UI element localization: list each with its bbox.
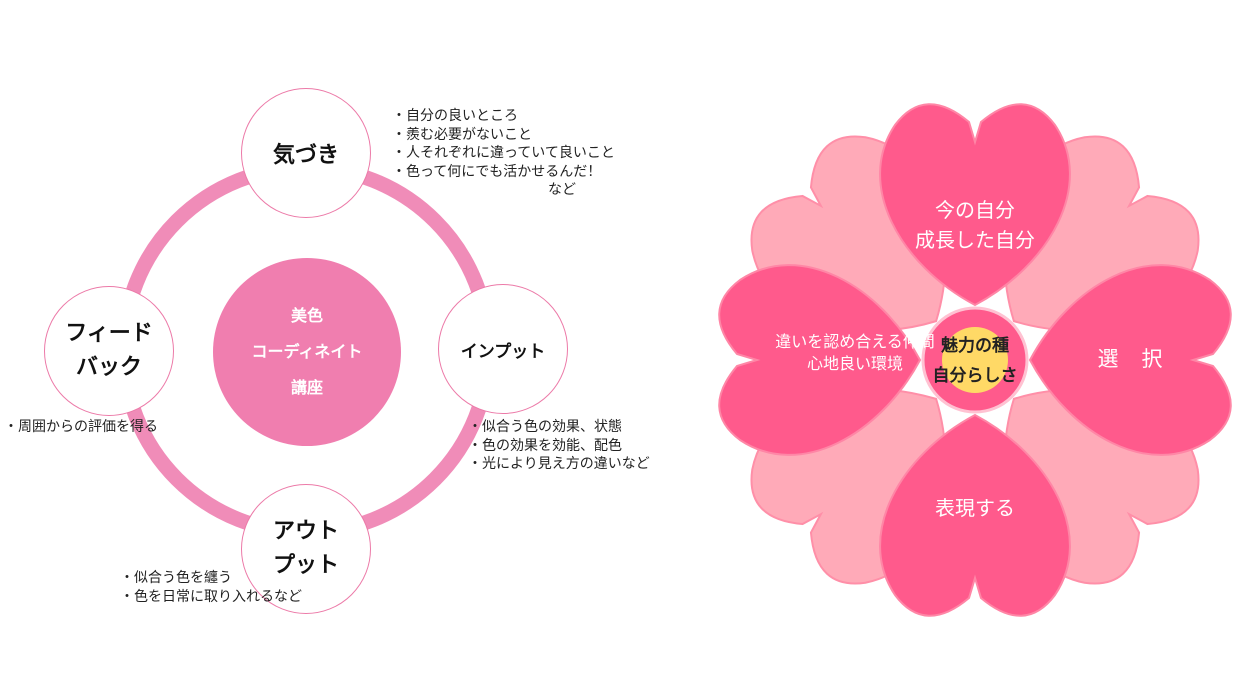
petal-left-line-1: 違いを認め合える仲間 [775,332,935,351]
notes-input: ・似合う色の効果、状態 ・色の効果を効能、配色 ・光により見え方の違いなど [468,418,650,474]
node-input: インプット [438,284,568,414]
center-line-2: コーディネイト [251,342,363,361]
note-line: ・周囲からの評価を得る [4,419,158,435]
notes-output: ・似合う色を纏う ・色を日常に取り入れるなど [120,569,302,606]
flower-center-label: 魅力の種 自分らしさ [910,331,1040,391]
center-line-1: 美色 [290,306,323,325]
petal-right-char-2: 択 [1141,347,1164,371]
petal-top-line-2: 成長した自分 [915,228,1035,252]
center-line-3: 講座 [290,378,323,397]
node-awareness: 気づき [241,88,371,218]
petal-top-line-1: 今の自分 [935,198,1015,222]
flower-seed [942,327,1008,393]
note-line: ・色を日常に取り入れるなど [120,588,302,605]
note-line: ・色の効果を効能、配色 [468,437,622,454]
notes-feedback: ・周囲からの評価を得る [4,418,158,437]
petal-label-left: 違いを認め合える仲間 心地良い環境 [740,331,970,375]
note-line: ・人それぞれに違っていて良いこと [392,145,615,161]
node-feedback-label-1: フィード [65,321,153,346]
petal-left-line-2: 心地良い環境 [806,354,903,373]
node-input-label: インプット [460,341,546,362]
note-line: ・似合う色を纏う [120,570,232,586]
node-output-label-1: アウト [272,519,339,544]
flower-graphic [718,103,1232,617]
notes-awareness: ・自分の良いところ ・羨む必要がないこと ・人それぞれに違っていて良いこと ・色… [392,107,615,200]
note-line: ・自分の良いところ [392,108,518,124]
note-line: ・似合う色の効果、状態 [468,419,622,435]
node-output: アウト プット [241,484,371,614]
note-line: ・色って何にでも活かせるんだ！ [392,163,602,180]
petal-right-char-1: 選 [1097,347,1120,371]
note-line: ・光により見え方の違いなど [468,456,650,472]
center-label-line-1: 魅力の種 [941,336,1009,356]
petal-label-bottom: 表現する [935,496,1015,520]
cycle-center: 美色 コーディネイト 講座 [213,258,401,446]
note-etc: など [548,182,576,198]
node-awareness-label: 気づき [272,143,339,168]
petal-label-right: 選 択 [1070,343,1190,373]
petal-label-top: 今の自分 成長した自分 [875,195,1075,255]
note-line: ・羨む必要がないこと [392,126,532,143]
node-feedback-label-2: バック [75,355,142,380]
node-output-label-2: プット [272,553,339,578]
center-label-line-2: 自分らしさ [932,366,1018,386]
node-feedback: フィード バック [44,286,174,416]
flower-diagram: 今の自分 成長した自分 違いを認め合える仲間 心地良い環境 選 択 表現する 魅… [700,85,1252,637]
